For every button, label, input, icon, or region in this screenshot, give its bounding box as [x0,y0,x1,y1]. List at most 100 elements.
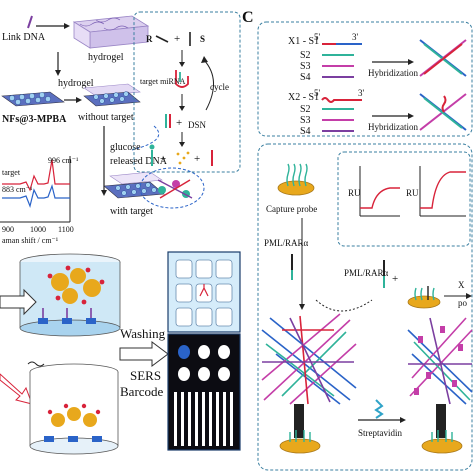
washing-label: Washing [120,326,166,341]
raman-trace-red [2,159,70,192]
capture-base-top [38,308,96,324]
po-cut-label: po [458,298,468,308]
streptavidin-icon [374,399,384,419]
dna-network-right [407,317,473,405]
without-target-arrowhead [76,97,82,103]
streptavidin-label: Streptavidin [358,428,402,438]
row2-three: 3' [358,88,365,98]
chip-top-mark [199,284,209,297]
cycle-return-arrow [203,59,214,111]
row2-arrowhead [408,113,414,119]
panel-letter: C [242,9,254,26]
cycle-plus-4: + [194,153,200,165]
x-cut-label: X [458,280,465,290]
cycle-hairpin [175,70,189,88]
hydrogel-texture [79,17,129,31]
link-dna-strand [27,15,33,29]
row1-s3-label: S3 [300,61,311,72]
chip-top-wells [175,259,233,327]
mid-plus: + [392,273,398,285]
assay-box [257,143,473,471]
row2-product [419,93,467,131]
barcode-panel: Washing SERS Barcode [0,251,241,455]
streptavidin-arrowhead [400,417,406,423]
row1-label: X1 - S1 [288,36,319,47]
connector-curve [315,299,373,312]
raman-trace-blue [2,183,70,208]
cycle-plus-2: + [176,117,182,129]
sensorgram-1: RU [348,166,400,217]
row1-arrowhead [408,59,414,65]
released-dna-bubble-content [157,179,193,199]
row1-product [419,39,467,77]
x-arrowhead [466,293,472,299]
cycle-return-arrowhead [201,56,208,63]
dna-network-left-base [279,404,321,454]
chip-bottom-bars [174,392,233,446]
dna-network-right-base [421,404,463,454]
cycle-down-arrowhead [179,62,185,67]
sensorgram-2: RU [406,166,466,217]
sers-label: SERS [130,368,161,383]
row2-s4-label: S4 [300,126,311,137]
cycle-box: R + S target miRNA + cycle DSN + + [133,11,241,173]
dna-network-left [261,313,357,405]
row1-s2-label: S2 [300,50,311,61]
nfs-particles [9,92,51,105]
pml-label-2: PML/RARα [344,268,389,278]
with-target-particles [115,182,157,196]
raman-tick-2: 1100 [58,225,74,234]
cycle-label: cycle [210,82,229,92]
raman-target-label: target [2,168,21,177]
hydrogel-mid-label: hydrogel [58,78,94,89]
sensorgram-1-ru: RU [348,188,361,198]
hollow-arrow-top [0,288,37,316]
raman-peak-996: 996 cm⁻¹ [48,156,79,165]
released-dna-label: released DNA [110,156,168,167]
nfs-mpba-label: NFs@3-MPBA [2,114,67,125]
nanoparticle-cluster-top [47,265,105,305]
row1-s4-label: S4 [300,72,311,83]
cycle-plus-3: + [160,153,166,165]
cycle-r-label: R [146,34,153,44]
capture-probe-label: Capture probe [266,204,317,214]
glucose-arrowhead [101,190,107,196]
raman-tick-1: 1000 [30,225,46,234]
cycle-r-strand [155,35,169,43]
hollow-arrow-bottom [0,373,33,405]
hydrogel-panel: Link DNA hydrogel hydrogel NFs@3-MPBA wi… [0,15,205,245]
capture-down-arrowhead [299,304,305,310]
glucose-path-arrow [131,125,160,151]
cycle-target-mirna: target miRNA [140,77,186,86]
wave-squiggle [27,361,45,367]
glucose-dot [149,144,155,150]
capture-base-bottom [44,436,102,442]
without-target-label: without target [78,112,134,123]
row2-five: 5' [314,88,321,98]
cycle-fragments [176,151,190,165]
panel-c: C X1 - S1 5' 3' S2 S3 S4 Hybridization X… [242,9,473,471]
cycle-dsn-arrowhead [179,142,185,147]
link-dna-arrowhead [64,23,70,29]
row2-arrow-label: Hybridization [368,122,418,132]
row2-label: X2 - S1 [288,92,319,103]
chip-bottom-dots [178,345,230,381]
row1-three: 3' [352,32,359,42]
cycle-box-frame [133,11,241,173]
raman-x-axis-label: aman shift / cm⁻¹ [2,236,59,245]
nanoparticle-cluster-bottom [47,403,101,427]
cycle-mid-arrowhead [179,106,185,111]
sensorgram-2-ru: RU [406,188,419,198]
with-target-label: with target [110,206,153,217]
raman-spectrum: 996 cm⁻¹ target 883 cm⁻¹ 900 1000 1100 a… [0,156,79,245]
hybridization-box [257,21,473,137]
cycle-plus-1: + [174,33,180,45]
hydrogel-block-side [73,21,91,49]
link-dna-label: Link DNA [2,32,46,43]
with-target-gel [109,171,163,185]
row2-s3-label: S3 [300,115,311,126]
row1-five: 5' [314,32,321,42]
cycle-s-label: S [200,34,205,44]
row2-s2-label: S2 [300,104,311,115]
sensorgram-inset [337,151,471,247]
